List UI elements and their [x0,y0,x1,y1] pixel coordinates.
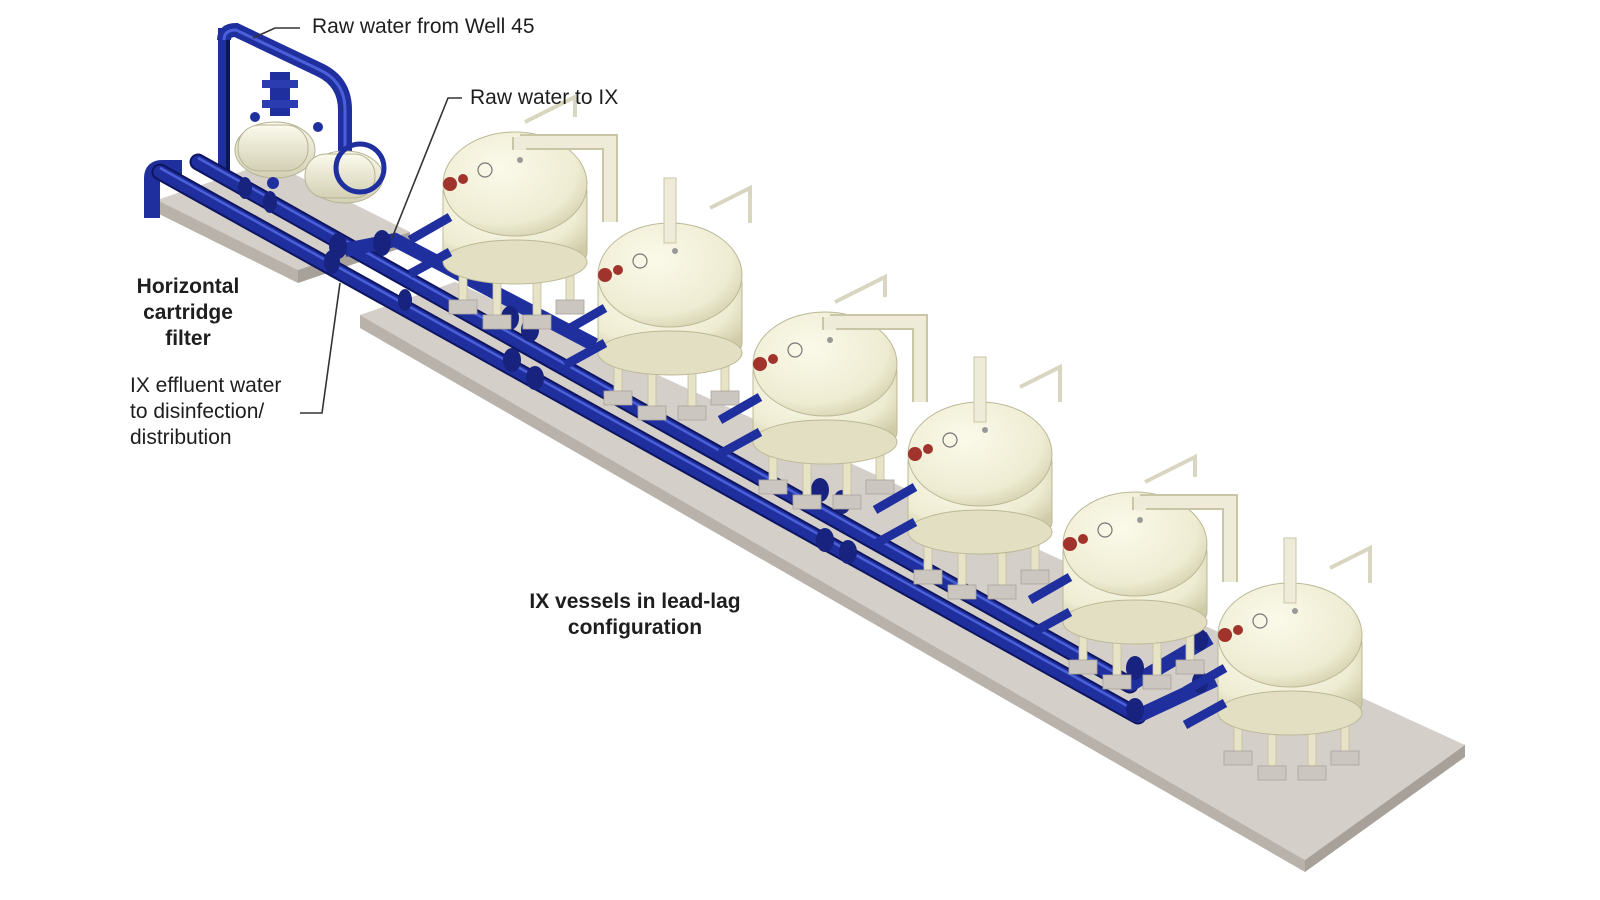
callout-leaders [252,27,462,414]
ix-vessels [407,93,1372,781]
ix-vessel [407,93,618,330]
ix-vessel [1027,453,1238,690]
label-ix-vessels: IX vessels in lead-lag configuration [529,590,741,639]
ix-pressure-vessel-icon [442,131,588,285]
ix-vessel [1182,537,1372,781]
ix-pressure-vessel-icon [1062,491,1208,645]
label-raw-water-from-well: Raw water from Well 45 [312,15,535,38]
ix-pressure-vessel-icon [907,401,1053,555]
cartridge-filter-housing-icon [234,121,387,204]
ix-vessel [872,356,1062,600]
ix-pressure-vessel-icon [597,222,743,376]
label-ix-effluent: IX effluent water to disinfection/ distr… [130,374,282,449]
ix-vessel [717,273,928,510]
raw-water-to-ix-pipe [343,232,599,352]
ix-vessel [562,177,752,421]
ix-pressure-vessel-icon [1217,582,1363,736]
leader-ix-effluent [300,282,341,414]
horizontal-cartridge-filter [217,22,387,204]
leader-raw-water-from-well [252,27,300,39]
label-horizontal-cartridge-filter: Horizontal cartridge filter [136,275,240,350]
leader-raw-water-to-ix [391,97,462,239]
label-raw-water-to-ix: Raw water to IX [470,86,619,109]
ix-pressure-vessel-icon [752,311,898,465]
